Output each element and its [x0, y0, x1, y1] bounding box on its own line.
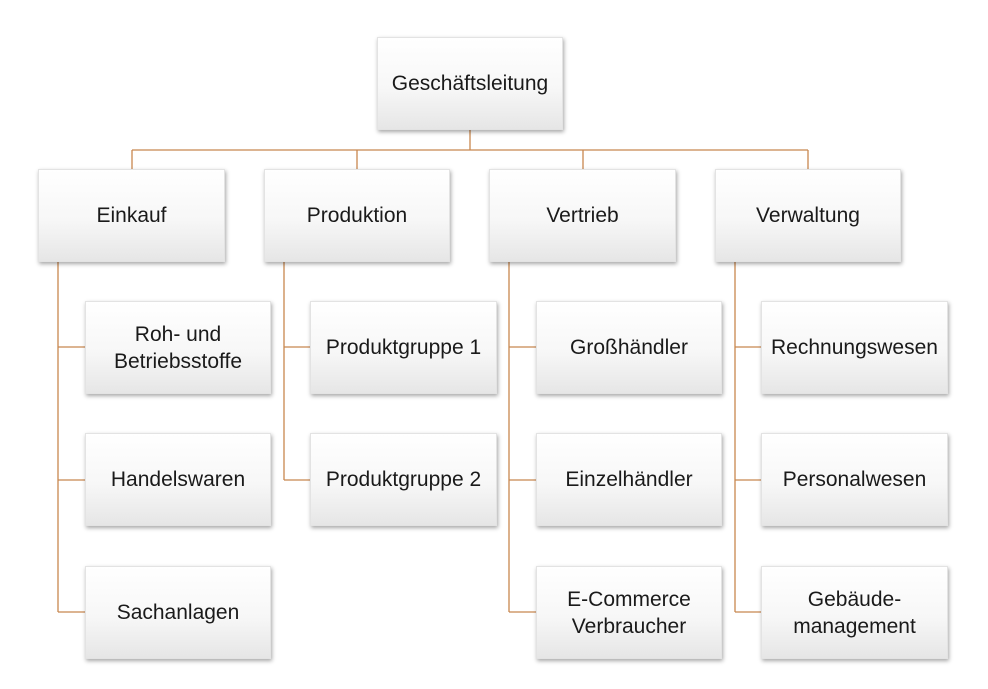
- node-einkauf-handelswaren: Handelswaren: [85, 433, 271, 526]
- node-department-einkauf: Einkauf: [38, 169, 225, 262]
- node-vertrieb-grosshaendler: Großhändler: [536, 301, 722, 394]
- node-department-vertrieb: Vertrieb: [489, 169, 676, 262]
- node-department-produktion: Produktion: [264, 169, 450, 262]
- node-produktion-produktgruppe-2: Produktgruppe 2: [310, 433, 497, 526]
- node-einkauf-sachanlagen: Sachanlagen: [85, 566, 271, 659]
- node-department-verwaltung: Verwaltung: [715, 169, 901, 262]
- node-produktion-produktgruppe-1: Produktgruppe 1: [310, 301, 497, 394]
- node-verwaltung-personalwesen: Personalwesen: [761, 433, 948, 526]
- node-einkauf-roh-und-betriebsstoffe: Roh- und Betriebsstoffe: [85, 301, 271, 394]
- node-verwaltung-gebaeudemanagement: Gebäude- management: [761, 566, 948, 659]
- node-vertrieb-e-commerce-verbraucher: E-Commerce Verbraucher: [536, 566, 722, 659]
- node-vertrieb-einzelhaendler: Einzelhändler: [536, 433, 722, 526]
- node-verwaltung-rechnungswesen: Rechnungswesen: [761, 301, 948, 394]
- node-root: Geschäftsleitung: [377, 37, 563, 130]
